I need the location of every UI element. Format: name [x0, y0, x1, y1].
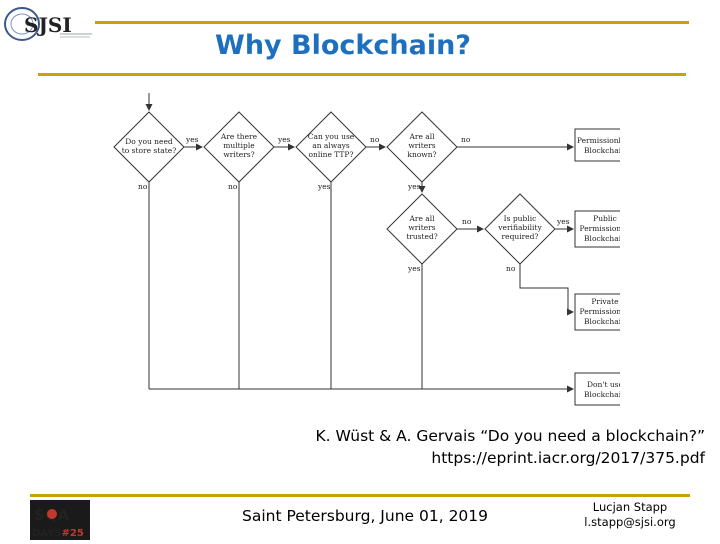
edge-d6-out3: [519, 264, 574, 316]
author-block: Lucjan Stapp l.stapp@sjsi.org: [560, 500, 700, 530]
out3-line1: Private: [591, 297, 619, 306]
d2-line2: multiple: [223, 141, 255, 150]
out2-line2: Permissioned: [580, 224, 620, 233]
header-rule: [95, 21, 689, 24]
d4-line2: writers: [408, 141, 435, 150]
d5-line3: trusted?: [406, 232, 438, 241]
label-d6-no: no: [506, 264, 516, 273]
label-d4-no: no: [461, 135, 471, 144]
out4-line2: Blockchain: [584, 390, 620, 399]
out3-line2: Permissioned: [580, 307, 620, 316]
d1-line1: Do you need: [125, 137, 173, 146]
svg-text:DAYS#25: DAYS#25: [32, 528, 84, 539]
label-d3-yes: yes: [317, 182, 331, 191]
label-d6-yes: yes: [556, 217, 570, 226]
label-d3-no: no: [370, 135, 380, 144]
d3-line3: online TTP?: [308, 150, 353, 159]
out2-line3: Blockchain: [584, 234, 620, 243]
outcome-dont-use: [574, 372, 636, 406]
out1-line1: Permissionless: [577, 136, 620, 145]
d6-line3: required?: [502, 232, 539, 241]
slide-title: Why Blockchain?: [215, 30, 471, 61]
outcome-permissionless: [574, 128, 636, 162]
d2-line3: writers?: [223, 150, 254, 159]
footer-rule: [30, 494, 690, 497]
citation: K. Wüst & A. Gervais “Do you need a bloc…: [240, 425, 705, 469]
footer-location-date: Saint Petersburg, June 01, 2019: [241, 507, 489, 525]
blockchain-decision-flowchart: Do you need to store state? Are there mu…: [100, 90, 636, 410]
out1-line2: Blockchain: [584, 146, 620, 155]
d1-line2: to store state?: [122, 146, 177, 155]
d5-line1: Are all: [408, 214, 435, 223]
d6-line2: verifiability: [497, 223, 542, 232]
d2-line1: Are there: [220, 132, 258, 141]
d4-line3: known?: [407, 150, 436, 159]
d4-line1: Are all: [408, 132, 435, 141]
author-name: Lucjan Stapp: [592, 500, 668, 514]
label-d5-no: no: [462, 217, 472, 226]
title-rule: [38, 73, 686, 76]
citation-line1: K. Wüst & A. Gervais “Do you need a bloc…: [315, 427, 705, 445]
label-d1-yes: yes: [185, 135, 199, 144]
label-d4-yes: yes: [407, 182, 421, 191]
svg-text:SJSI: SJSI: [24, 13, 72, 37]
out3-line3: Blockchain: [584, 317, 620, 326]
out4-line1: Don't use: [587, 380, 620, 389]
out2-line1: Public: [593, 214, 617, 223]
d3-line2: an always: [312, 141, 350, 150]
sqa-days-logo: SQA DAYS#25: [30, 500, 92, 540]
label-d2-yes: yes: [277, 135, 291, 144]
author-email: l.stapp@sjsi.org: [584, 515, 676, 529]
d3-line1: Can you use: [308, 132, 355, 141]
citation-line2: https://eprint.iacr.org/2017/375.pdf: [431, 449, 705, 467]
sjsi-logo: SJSI: [2, 4, 94, 44]
label-d1-no: no: [138, 182, 148, 191]
d6-line1: Is public: [504, 214, 537, 223]
label-d2-no: no: [228, 182, 238, 191]
d5-line2: writers: [408, 223, 435, 232]
label-d5-yes: yes: [407, 264, 421, 273]
